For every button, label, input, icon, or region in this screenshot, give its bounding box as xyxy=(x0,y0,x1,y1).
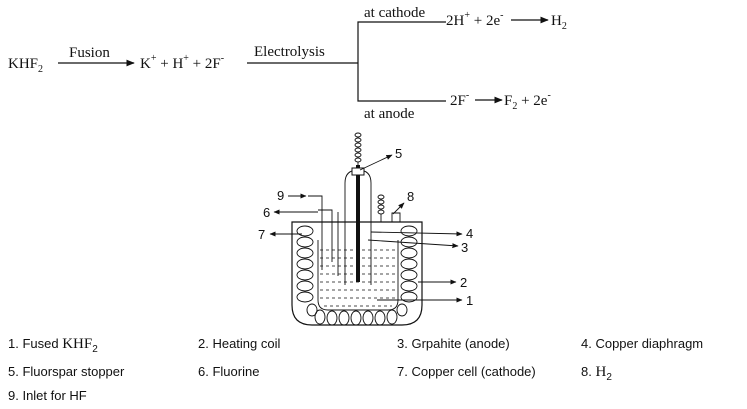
callout-number-4: 4 xyxy=(466,226,473,241)
reaction-scheme: KHF2 Fusion K+ + H+ + 2F- Electrolysis a… xyxy=(8,5,567,122)
legend-item-2: 2. Heating coil xyxy=(198,336,280,351)
legend-item-6: 6. Fluorine xyxy=(198,364,259,379)
electrolysis-cell-apparatus: 1 2 3 4 5 6 7 8 9 xyxy=(258,132,473,326)
cathode-label: at cathode xyxy=(364,5,426,21)
heating-coil xyxy=(296,225,418,326)
cell-inner-wall xyxy=(317,240,399,311)
copper-cell xyxy=(291,221,423,326)
legend: 1. Fused KHF2 2. Heating coil 3. Grpahit… xyxy=(8,336,703,403)
legend-item-9: 9. Inlet for HF xyxy=(8,388,87,403)
callout-arrow-5 xyxy=(359,154,393,171)
fusion-label: Fusion xyxy=(69,45,110,61)
legend-item-5: 5. Fluorspar stopper xyxy=(8,364,125,379)
hydrogen-outlet xyxy=(377,194,401,222)
anode-branch xyxy=(357,63,446,102)
reactant-formula: KHF2 xyxy=(8,56,43,75)
legend-item-7: 7. Copper cell (cathode) xyxy=(397,364,536,379)
electrolysis-label: Electrolysis xyxy=(254,44,325,60)
fluorine-outlet-tube xyxy=(318,209,333,262)
hf-inlet-tube xyxy=(308,195,323,270)
cathode-branch xyxy=(357,21,446,63)
callout-number-2: 2 xyxy=(460,275,467,290)
callout-number-1: 1 xyxy=(466,293,473,308)
anode-label: at anode xyxy=(364,106,415,122)
callout-arrow-3 xyxy=(367,239,459,249)
legend-item-1: 1. Fused KHF2 xyxy=(8,336,98,355)
ions-formula: K+ + H+ + 2F- xyxy=(140,53,224,72)
cathode-equation: 2H+ + 2e- xyxy=(446,10,503,29)
legend-item-8: 8. H2 xyxy=(581,364,612,383)
legend-item-3: 3. Grpahite (anode) xyxy=(397,336,510,351)
callout-number-3: 3 xyxy=(461,240,468,255)
callout-arrow-4 xyxy=(370,231,463,237)
callout-number-7: 7 xyxy=(258,227,265,242)
anode-equation-rhs: F2 + 2e- xyxy=(504,90,551,112)
cathode-product: H2 xyxy=(551,13,567,32)
legend-item-4: 4. Copper diaphragm xyxy=(581,336,703,351)
anode-spring xyxy=(354,132,362,168)
callout-number-5: 5 xyxy=(395,146,402,161)
callout-arrow-8 xyxy=(392,202,405,215)
callout-number-9: 9 xyxy=(277,188,284,203)
callout-number-8: 8 xyxy=(407,189,414,204)
callout-number-6: 6 xyxy=(263,205,270,220)
anode-equation-lhs: 2F- xyxy=(450,90,469,109)
